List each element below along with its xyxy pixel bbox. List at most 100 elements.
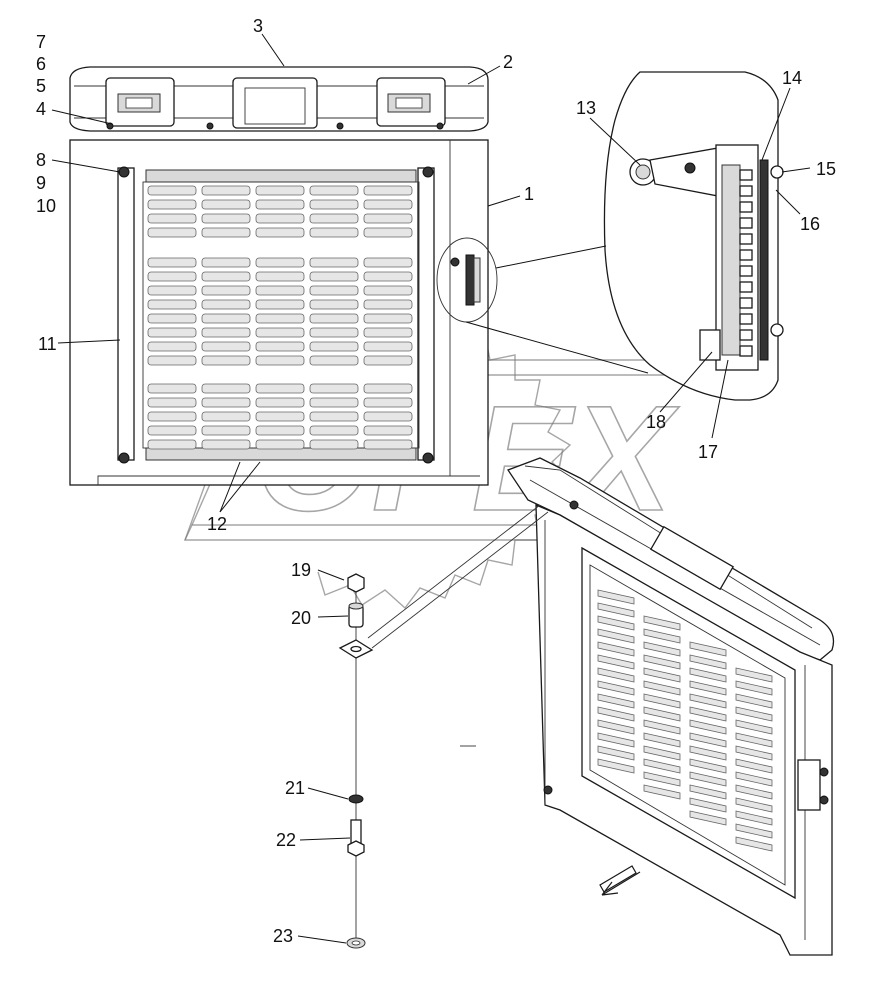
screen-slot bbox=[363, 383, 413, 394]
screen-slot bbox=[309, 355, 359, 366]
callout-labels: 3 2 7 6 5 4 8 9 10 1 11 12 13 14 15 16 1… bbox=[36, 16, 836, 946]
door-slot bbox=[597, 667, 635, 683]
screen-slot bbox=[309, 213, 359, 224]
hinge-tooth bbox=[739, 329, 753, 341]
screen-slot bbox=[201, 213, 251, 224]
screen-slot bbox=[255, 257, 305, 268]
door-slot bbox=[643, 771, 681, 787]
door-slot bbox=[643, 745, 681, 761]
screen-slot bbox=[147, 327, 197, 338]
door-slot bbox=[643, 667, 681, 683]
screen-slot bbox=[309, 227, 359, 238]
door-slot bbox=[597, 758, 635, 774]
door-slot bbox=[689, 693, 727, 709]
screen-slot bbox=[363, 411, 413, 422]
door-slot bbox=[643, 628, 681, 644]
door-slot bbox=[597, 602, 635, 618]
door-screen-slots bbox=[597, 589, 773, 852]
screen-slot bbox=[309, 185, 359, 196]
screen-slot bbox=[201, 327, 251, 338]
hinge-tooth bbox=[739, 217, 753, 229]
screen-slot bbox=[147, 199, 197, 210]
door-slot bbox=[735, 732, 773, 748]
door-slot bbox=[735, 680, 773, 696]
screen-slot bbox=[147, 397, 197, 408]
latch-detail-magnified bbox=[603, 71, 784, 401]
door-slot bbox=[643, 693, 681, 709]
screen-slot bbox=[201, 271, 251, 282]
hardware-stack bbox=[338, 504, 549, 949]
screen-slot bbox=[309, 341, 359, 352]
door-slot bbox=[597, 706, 635, 722]
screen-slot bbox=[147, 425, 197, 436]
screen-slot bbox=[201, 411, 251, 422]
screen-slot bbox=[201, 257, 251, 268]
callout-2: 2 bbox=[503, 52, 513, 72]
screen-slot bbox=[201, 313, 251, 324]
screen-slot bbox=[363, 271, 413, 282]
door-slot bbox=[689, 758, 727, 774]
screen-slot bbox=[309, 383, 359, 394]
screen-slot bbox=[201, 383, 251, 394]
hinge-tooth bbox=[739, 233, 753, 245]
callout-17: 17 bbox=[698, 442, 718, 462]
screen-slot bbox=[147, 257, 197, 268]
screen-slot bbox=[309, 397, 359, 408]
callout-11: 11 bbox=[38, 334, 57, 354]
callout-16: 16 bbox=[800, 214, 820, 234]
screen-slot bbox=[363, 213, 413, 224]
screen-slot bbox=[363, 341, 413, 352]
screen-slot bbox=[255, 199, 305, 210]
hinge-tooth bbox=[739, 281, 753, 293]
screen-slot bbox=[363, 397, 413, 408]
callout-15: 15 bbox=[816, 159, 836, 179]
hinge-tooth bbox=[739, 297, 753, 309]
callout-6: 6 bbox=[36, 54, 46, 74]
screen-slot bbox=[201, 355, 251, 366]
door-slot bbox=[735, 693, 773, 709]
screen-slot bbox=[147, 411, 197, 422]
screen-slot bbox=[201, 199, 251, 210]
door-slot bbox=[735, 745, 773, 761]
door-slot bbox=[643, 732, 681, 748]
screen-slot bbox=[201, 299, 251, 310]
hinge-tooth bbox=[739, 313, 753, 325]
door-slot bbox=[735, 836, 773, 852]
screen-slot bbox=[201, 185, 251, 196]
screen-slot bbox=[309, 439, 359, 450]
callout-3: 3 bbox=[253, 16, 263, 36]
door-slot bbox=[597, 732, 635, 748]
callout-21: 21 bbox=[285, 778, 305, 798]
callout-5: 5 bbox=[36, 76, 46, 96]
screen-slot bbox=[147, 213, 197, 224]
screen-slot bbox=[147, 185, 197, 196]
door-slot bbox=[689, 745, 727, 761]
door-slot bbox=[597, 589, 635, 605]
screen-slot bbox=[363, 439, 413, 450]
callout-20: 20 bbox=[291, 608, 311, 628]
screen-slots bbox=[147, 185, 413, 450]
callout-9: 9 bbox=[36, 173, 46, 193]
screen-slot bbox=[255, 271, 305, 282]
callout-19: 19 bbox=[291, 560, 311, 580]
direction-arrow bbox=[601, 871, 641, 896]
screen-slot bbox=[309, 411, 359, 422]
door-slot bbox=[735, 758, 773, 774]
screen-slot bbox=[255, 313, 305, 324]
screen-slot bbox=[201, 227, 251, 238]
screen-slot bbox=[309, 425, 359, 436]
door-slot bbox=[597, 693, 635, 709]
screen-slot bbox=[309, 257, 359, 268]
door-slot bbox=[689, 654, 727, 670]
screen-slot bbox=[201, 439, 251, 450]
screen-slot bbox=[363, 327, 413, 338]
hinge-tooth bbox=[739, 185, 753, 197]
screen-slot bbox=[255, 285, 305, 296]
screen-slot bbox=[255, 383, 305, 394]
screen-slot bbox=[363, 185, 413, 196]
door-slot bbox=[735, 771, 773, 787]
callout-18: 18 bbox=[646, 412, 666, 432]
hinge-tooth bbox=[739, 345, 753, 357]
callout-10: 10 bbox=[36, 196, 56, 216]
